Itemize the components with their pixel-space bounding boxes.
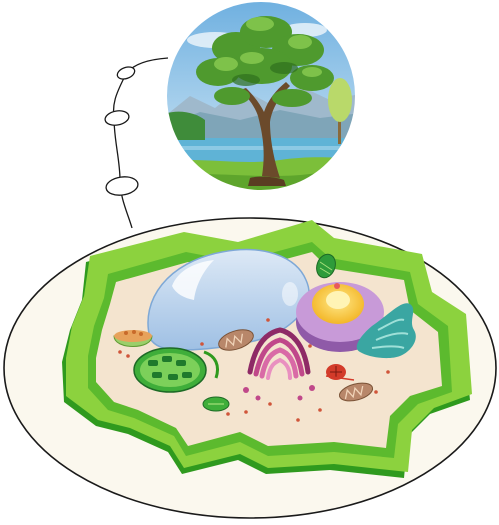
zoom-connector — [104, 58, 168, 228]
chloroplast-small — [203, 397, 229, 411]
connector-oval-large — [105, 175, 139, 197]
tree-icon — [160, 0, 370, 200]
chloroplast — [134, 348, 206, 392]
connector-oval-medium — [104, 109, 130, 127]
peroxisome — [114, 330, 152, 347]
